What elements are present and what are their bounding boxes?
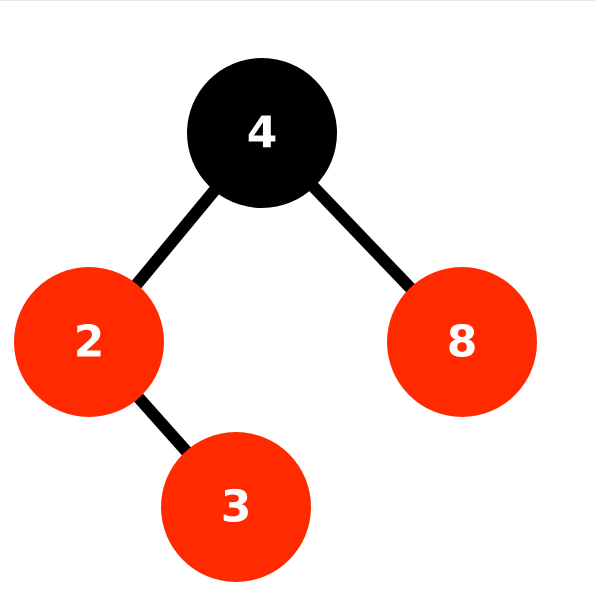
nodes-group: 4 2 8 3 bbox=[14, 58, 537, 582]
node-2[interactable]: 2 bbox=[14, 267, 164, 417]
node-4-circle bbox=[187, 58, 337, 208]
node-3-circle bbox=[161, 432, 311, 582]
node-8[interactable]: 8 bbox=[387, 267, 537, 417]
top-divider bbox=[0, 0, 595, 1]
node-2-circle bbox=[14, 267, 164, 417]
node-4-label: 4 bbox=[247, 108, 278, 159]
node-3-label: 3 bbox=[221, 482, 252, 533]
node-3[interactable]: 3 bbox=[161, 432, 311, 582]
node-8-label: 8 bbox=[447, 317, 478, 368]
node-2-label: 2 bbox=[74, 317, 105, 368]
node-8-circle bbox=[387, 267, 537, 417]
node-4[interactable]: 4 bbox=[187, 58, 337, 208]
